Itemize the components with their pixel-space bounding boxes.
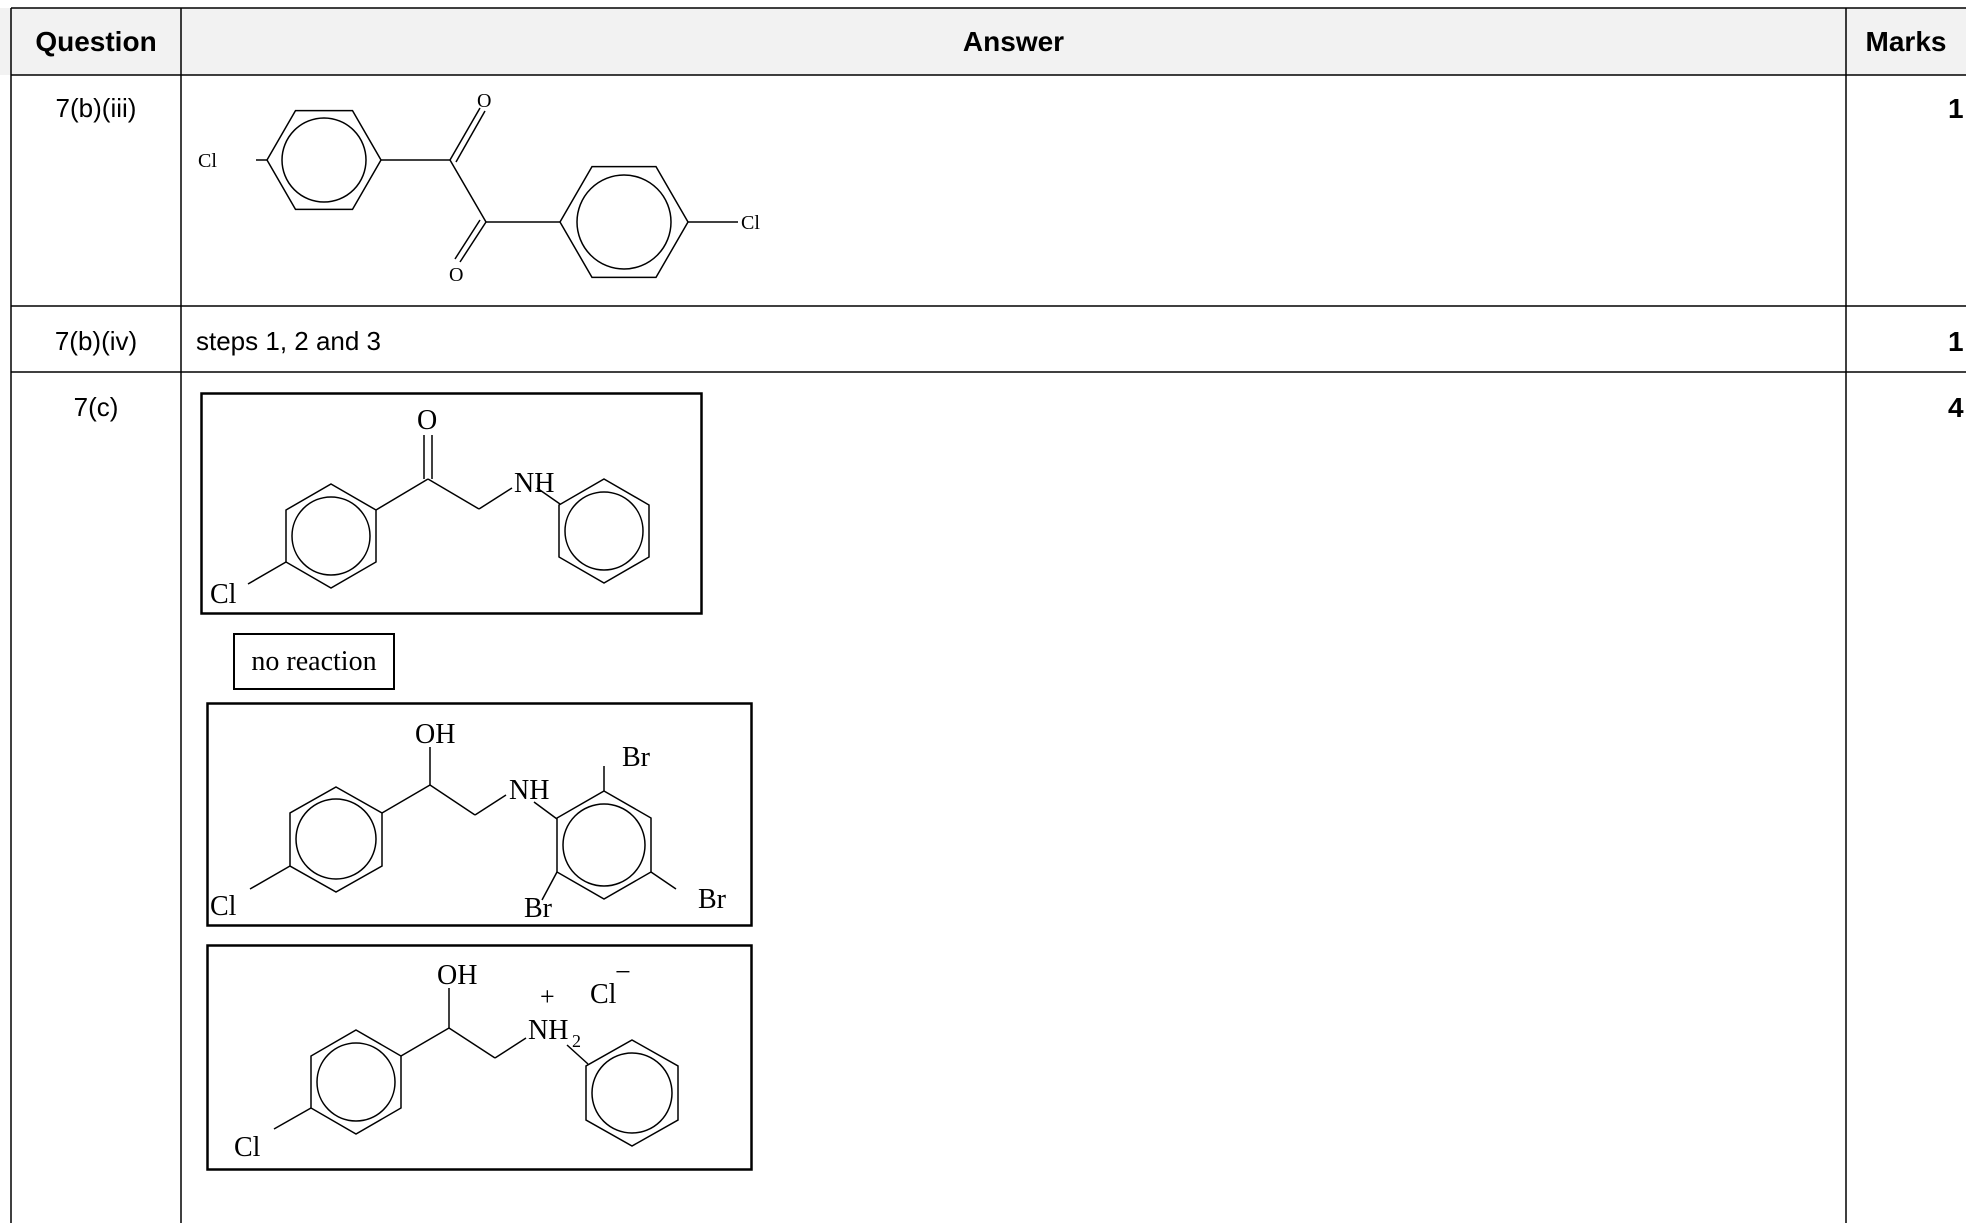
cl-label: Cl: [234, 1132, 261, 1163]
marks-7c: 4: [1948, 392, 1964, 423]
aromatic-circle-right: [576, 174, 672, 270]
oh-label: OH: [415, 719, 455, 750]
cl-left-label: Cl: [198, 150, 217, 172]
cl-right-label: Cl: [741, 212, 760, 234]
br-right-label: Br: [698, 884, 727, 915]
benzene-ring-chlorophenyl: [285, 483, 377, 589]
plus-sign: +: [540, 982, 555, 1011]
nh-label: NH: [528, 1015, 568, 1046]
question-7b-iv: 7(b)(iv): [54, 326, 138, 356]
benzene-ring-phenyl: [585, 1039, 679, 1147]
o-top-label: O: [477, 90, 491, 112]
chloride-ion-label: Cl: [590, 979, 617, 1010]
question-7b-iii: 7(b)(iii): [55, 93, 137, 123]
aromatic-circle-left: [281, 117, 367, 203]
benzene-ring-phenyl: [558, 478, 650, 584]
structure-7b-iii: Cl O O Cl: [198, 90, 760, 286]
benzene-ring-chlorophenyl: [289, 786, 383, 893]
o-bottom-label: O: [449, 264, 463, 286]
nh-label: NH: [514, 468, 554, 499]
marks-7b-iv: 1: [1948, 326, 1964, 357]
benzene-ring-right: [559, 165, 689, 279]
nh-label: NH: [509, 775, 549, 806]
header-question: Question: [35, 26, 157, 57]
no-reaction-text: no reaction: [251, 645, 377, 677]
cl-label: Cl: [210, 579, 237, 610]
br-bottom-label: Br: [524, 893, 553, 924]
marks-7b-iii: 1: [1948, 93, 1964, 124]
br-top-label: Br: [622, 742, 651, 773]
minus-sign: −: [615, 957, 631, 988]
o-label: O: [417, 405, 437, 436]
cl-label: Cl: [210, 891, 237, 922]
subscript-2: 2: [572, 1031, 581, 1051]
benzene-ring-left: [266, 109, 382, 211]
question-7c: 7(c): [73, 392, 119, 422]
header-marks: Marks: [1865, 26, 1947, 57]
structure-box-4: OH + Cl − NH 2 Cl: [206, 944, 753, 1171]
no-reaction-box: no reaction: [233, 633, 395, 690]
answer-7b-iv: steps 1, 2 and 3: [196, 326, 382, 356]
structure-box-1: O NH Cl: [200, 392, 703, 615]
header-answer: Answer: [962, 26, 1065, 57]
benzene-ring-tribromophenyl: [556, 790, 652, 900]
oh-label: OH: [437, 960, 477, 991]
structure-box-3: OH NH Br Br Br Cl: [206, 702, 753, 927]
benzene-ring-chlorophenyl: [310, 1029, 402, 1135]
